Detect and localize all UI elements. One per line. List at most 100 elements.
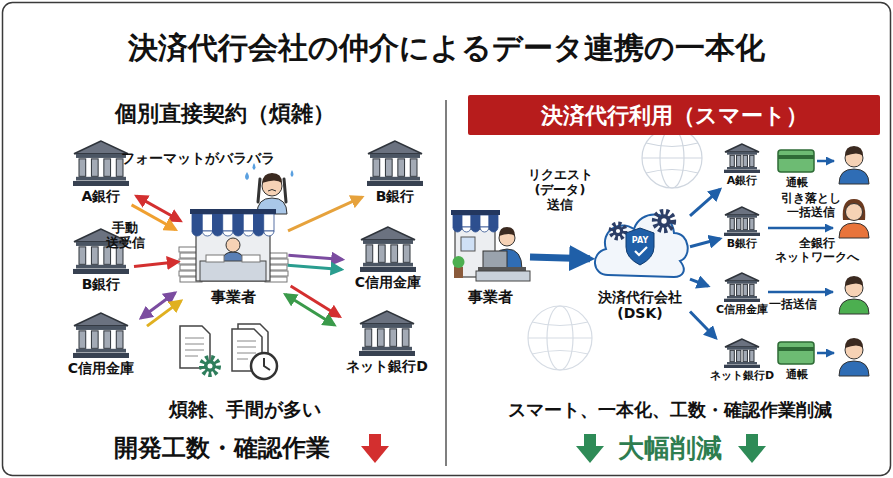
person-icon-part bbox=[839, 223, 869, 238]
stressed-person-part bbox=[262, 173, 282, 183]
node-icon-part-part bbox=[461, 237, 475, 251]
node-icon-part-part bbox=[727, 362, 757, 364]
callout-note: 全銀行 ネットワークへ bbox=[772, 237, 862, 265]
clock-icon-part bbox=[251, 353, 277, 379]
node-icon-part-part bbox=[743, 350, 747, 361]
delivery-arrow-part bbox=[817, 160, 834, 163]
gear-icon-part bbox=[204, 360, 216, 372]
node-icon-part-part bbox=[727, 167, 757, 169]
bank-node: B銀行 bbox=[720, 206, 764, 260]
node-icon-part-part bbox=[725, 144, 759, 152]
connector-arrow bbox=[147, 301, 181, 326]
connector-arrow bbox=[285, 295, 334, 326]
node-icon-part-part bbox=[242, 255, 260, 262]
node-icon-part-part bbox=[73, 353, 129, 358]
node-icon bbox=[360, 226, 416, 272]
connector-arrow bbox=[132, 205, 176, 230]
node-icon-part-part bbox=[616, 229, 620, 233]
down-arrow bbox=[576, 434, 604, 463]
node-icon bbox=[450, 205, 530, 287]
node-icon-part-part bbox=[233, 214, 243, 231]
node-label: 事業者 bbox=[468, 289, 513, 306]
node-icon bbox=[724, 143, 760, 173]
connector-arrow bbox=[690, 239, 720, 247]
node-icon-part-part bbox=[363, 263, 413, 267]
node-icon-part-part bbox=[254, 231, 264, 236]
callout-note: 手動 送受信 bbox=[102, 221, 148, 251]
node-icon bbox=[73, 140, 129, 186]
node-icon-part bbox=[360, 227, 416, 272]
down-arrow bbox=[361, 434, 389, 463]
node-icon-part-part bbox=[743, 218, 747, 229]
node-icon-part-part bbox=[360, 267, 416, 272]
node-icon-part-part bbox=[104, 159, 111, 176]
node-icon-part bbox=[73, 313, 129, 358]
node-icon-part-part bbox=[370, 154, 420, 158]
node-label: A銀行 bbox=[82, 188, 121, 204]
node-icon-part-part bbox=[76, 177, 126, 181]
delivery-arrow-part bbox=[768, 291, 833, 294]
connector-arrow bbox=[288, 255, 342, 259]
summary-note: 煩雑、手間が多い bbox=[169, 399, 321, 421]
node-icon-part-part bbox=[613, 226, 624, 237]
person-icon bbox=[839, 338, 869, 376]
bank-node: C信用金庫 bbox=[58, 312, 144, 396]
person-icon-part bbox=[845, 276, 863, 286]
node-label: ネット銀行D bbox=[710, 370, 774, 383]
node-icon-part-part bbox=[462, 215, 471, 227]
node-icon-part bbox=[724, 273, 760, 302]
node-icon-part-part bbox=[76, 326, 126, 330]
node-icon-part-part bbox=[73, 269, 129, 274]
node-icon-part-part bbox=[454, 267, 463, 278]
document-icon-part bbox=[185, 338, 204, 356]
node-icon-part-part bbox=[264, 214, 274, 231]
node-icon-part-part bbox=[727, 347, 757, 350]
callout-note: 引き落とし 一括送信 bbox=[777, 192, 845, 220]
node-icon-part-part bbox=[489, 227, 498, 232]
node-icon-part-part bbox=[724, 365, 760, 368]
document-stack-part bbox=[237, 341, 256, 359]
node-icon-part-part bbox=[626, 228, 654, 265]
node-icon-part-part bbox=[451, 210, 500, 215]
node-icon-part-part bbox=[724, 299, 760, 302]
node-icon-part-part bbox=[366, 245, 373, 262]
node-label: 決済代行会社 (DSK) bbox=[592, 289, 688, 321]
node-icon-part-part bbox=[737, 218, 741, 229]
down-arrow-part bbox=[584, 434, 596, 447]
node-icon-part-part bbox=[362, 324, 412, 328]
bank-node: C信用金庫 bbox=[708, 272, 776, 326]
down-arrow-part bbox=[369, 434, 381, 447]
node-icon-part-part bbox=[471, 227, 480, 232]
node-icon-part-part bbox=[76, 154, 126, 158]
node-icon-part-part bbox=[213, 214, 223, 231]
down-arrow-part bbox=[746, 434, 758, 447]
node-icon-part-part bbox=[611, 224, 625, 238]
node-icon-part-part bbox=[377, 329, 384, 346]
node-icon bbox=[367, 140, 423, 186]
down-arrow-part bbox=[738, 446, 766, 463]
payment-agency-node: 決済代行会社 (DSK) bbox=[590, 195, 690, 325]
node-icon-part-part bbox=[727, 152, 757, 155]
node-icon-part-part bbox=[398, 159, 405, 176]
node-icon-part-part bbox=[254, 214, 264, 231]
node-icon-part-part bbox=[367, 181, 423, 186]
node-icon-part-part bbox=[79, 331, 86, 348]
node-icon-part-part bbox=[91, 159, 98, 176]
node-icon-part-part bbox=[192, 214, 202, 231]
node-icon-part-part bbox=[390, 329, 397, 346]
node-icon-part-part bbox=[724, 233, 760, 236]
node-icon-part-part bbox=[478, 267, 526, 271]
bank-node: C信用金庫 bbox=[342, 226, 434, 310]
node-icon-part-part bbox=[743, 284, 747, 295]
bank-node: B銀行 bbox=[362, 140, 428, 224]
bankbook-card-part bbox=[778, 347, 814, 351]
node-icon-part-part bbox=[480, 227, 489, 232]
globe-icon-part bbox=[642, 157, 702, 158]
person-icon-part bbox=[839, 169, 869, 184]
bankbook-card-part bbox=[778, 155, 814, 159]
gear-icon-part bbox=[208, 364, 213, 369]
node-icon-part-part bbox=[223, 214, 233, 231]
sweat-drops-part bbox=[245, 172, 249, 180]
node-icon-part-part bbox=[655, 212, 673, 230]
node-icon-part-part bbox=[79, 159, 86, 176]
